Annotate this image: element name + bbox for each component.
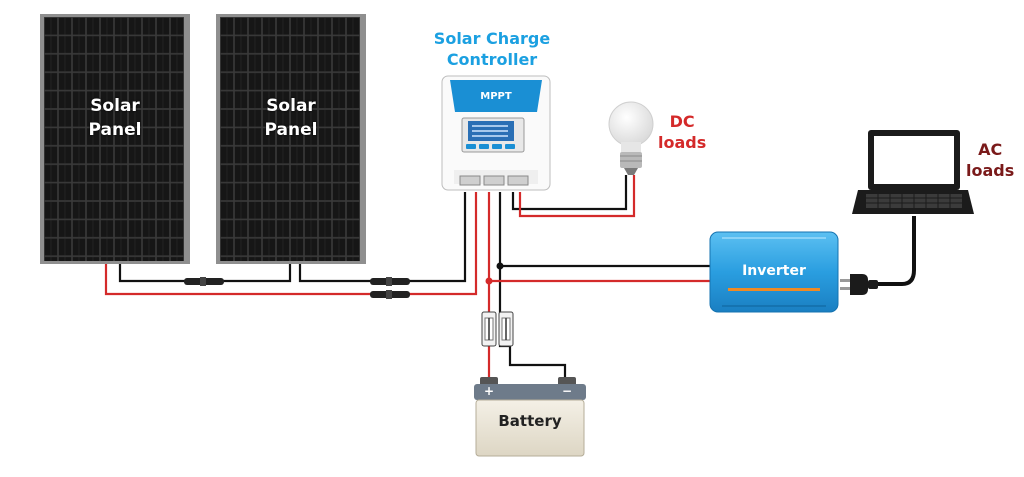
pv-positive-wire (104, 192, 478, 296)
dc-load-wire-black (511, 175, 628, 211)
mc4-connector-icon (370, 290, 410, 299)
junction-dot (485, 277, 493, 285)
solar-panel-1-label-line-2: Panel (88, 120, 142, 140)
charge-controller-label: Solar Charge Controller (412, 28, 572, 70)
mppt-label: MPPT (480, 91, 512, 102)
dc-load-wire-red (518, 175, 636, 218)
ac-loads-label-line-2: loads (966, 161, 1015, 180)
solar-panel-1-label-line-1: Solar (90, 96, 140, 116)
solar-panel-1 (40, 14, 190, 264)
solar-panel-2-label: Solar Panel (246, 94, 336, 142)
ac-cable (876, 216, 916, 286)
ac-loads-label: AC loads (966, 139, 1014, 181)
mc4-connector-icon (370, 277, 410, 286)
inverter (709, 231, 839, 313)
battery-plus-label: + (483, 384, 495, 398)
dc-loads-label-line-2: loads (658, 133, 707, 152)
battery (474, 377, 586, 457)
ac-loads-label-line-1: AC (978, 140, 1003, 159)
solar-panel-2 (216, 14, 366, 264)
junction-dot (496, 262, 504, 270)
charge-controller (441, 75, 551, 191)
light-bulb-icon (608, 101, 654, 175)
inverter-label: Inverter (742, 263, 806, 279)
ctrl-battery-negative-wire (498, 192, 567, 384)
charge-controller-label-line-1: Solar Charge (433, 29, 551, 48)
mc4-connector-icon (184, 277, 224, 286)
battery-label: Battery (498, 412, 562, 430)
solar-panel-2-label-line-2: Panel (264, 120, 318, 140)
plug-icon (840, 274, 878, 295)
battery-minus-label: − (561, 384, 573, 398)
charge-controller-label-line-2: Controller (446, 50, 538, 69)
laptop-icon (852, 130, 974, 214)
solar-panel-1-label: Solar Panel (70, 94, 160, 142)
fuse-icon (498, 311, 514, 347)
dc-loads-label-line-1: DC (669, 112, 695, 131)
fuse-icon (481, 311, 497, 347)
solar-panel-2-label-line-1: Solar (266, 96, 316, 116)
dc-loads-label: DC loads (658, 111, 706, 153)
